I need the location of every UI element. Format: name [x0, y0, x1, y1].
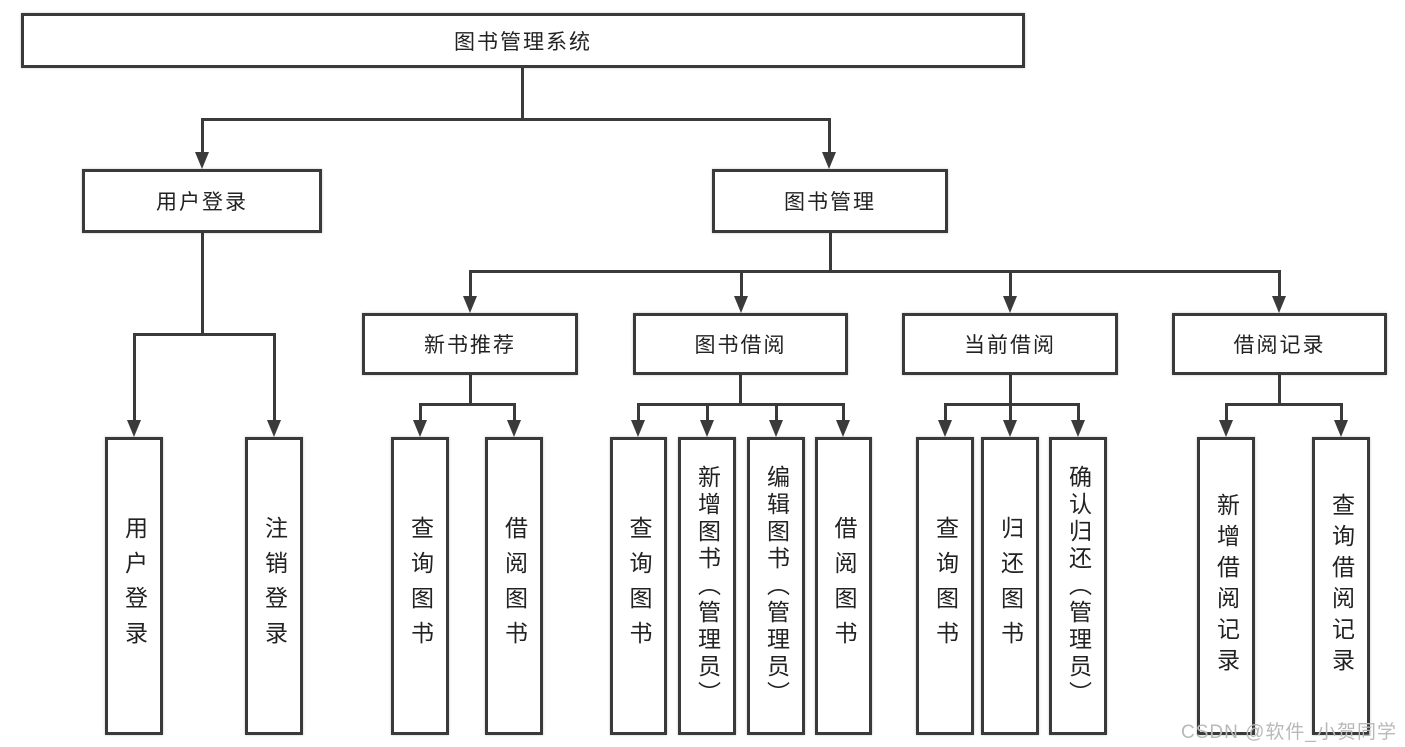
leaf-return-book: 归还图书: [981, 437, 1039, 735]
leaf-edit-book-admin: 编辑图书（管理员）: [747, 437, 805, 735]
leaf-add-book-admin-label: 新增图书（管理员）: [694, 464, 721, 708]
node-current-borrow-label: 当前借阅: [964, 334, 1056, 357]
connector-line: [419, 403, 422, 420]
arrowhead-icon: [195, 152, 209, 169]
connector-line: [944, 403, 947, 420]
connector-line: [1009, 375, 1012, 406]
node-new-book-recommend-label: 新书推荐: [424, 334, 516, 357]
leaf-add-book-admin: 新增图书（管理员）: [678, 437, 736, 735]
connector-line: [842, 403, 845, 420]
leaf-recommend-query-book: 查询图书: [391, 437, 449, 735]
connector-line: [469, 270, 472, 296]
leaf-recommend-borrow-book: 借阅图书: [485, 437, 543, 735]
node-root-label: 图书管理系统: [454, 30, 592, 54]
arrowhead-icon: [938, 420, 952, 437]
leaf-borrow-query-book-label: 查询图书: [626, 516, 652, 656]
arrowhead-icon: [822, 152, 836, 169]
node-book-management: 图书管理: [712, 169, 948, 233]
connector-line: [201, 118, 204, 155]
connector-line: [637, 403, 640, 420]
arrowhead-icon: [700, 420, 714, 437]
leaf-current-query-book: 查询图书: [916, 437, 974, 735]
arrowhead-icon: [1334, 420, 1348, 437]
connector-line: [273, 333, 276, 420]
arrowhead-icon: [1071, 420, 1085, 437]
connector-line: [513, 403, 516, 420]
connector-line: [740, 270, 743, 296]
leaf-query-borrow-record: 查询借阅记录: [1312, 437, 1370, 735]
connector-line: [469, 270, 1280, 273]
connector-line: [133, 333, 276, 336]
node-book-management-label: 图书管理: [784, 191, 876, 214]
leaf-current-query-book-label: 查询图书: [932, 516, 959, 656]
arrowhead-icon: [734, 296, 748, 313]
connector-line: [775, 403, 778, 420]
leaf-edit-book-admin-label: 编辑图书（管理员）: [763, 464, 790, 708]
leaf-recommend-query-book-label: 查询图书: [407, 516, 434, 656]
node-user-login: 用户登录: [82, 169, 322, 233]
leaf-confirm-return-admin: 确认归还（管理员）: [1049, 437, 1107, 735]
connector-line: [133, 333, 136, 420]
node-current-borrow: 当前借阅: [902, 313, 1118, 375]
arrowhead-icon: [127, 420, 141, 437]
arrowhead-icon: [836, 420, 850, 437]
connector-line: [828, 118, 831, 155]
arrowhead-icon: [631, 420, 645, 437]
connector-line: [201, 233, 204, 336]
leaf-logout-label: 注销登录: [261, 516, 288, 656]
connector-line: [469, 375, 472, 406]
leaf-borrow-query-book: 查询图书: [610, 437, 667, 735]
connector-line: [1278, 270, 1281, 296]
connector-line: [944, 403, 1080, 406]
node-borrow-record: 借阅记录: [1172, 313, 1387, 375]
connector-line: [521, 68, 524, 121]
node-user-login-label: 用户登录: [156, 191, 248, 214]
leaf-borrow-borrow-book: 借阅图书: [815, 437, 872, 735]
connector-line: [1340, 403, 1343, 420]
connector-line: [1278, 375, 1281, 406]
connector-line: [706, 403, 709, 420]
node-book-borrow: 图书借阅: [633, 313, 848, 375]
arrowhead-icon: [1272, 296, 1286, 313]
connector-line: [419, 403, 516, 406]
connector-line: [1077, 403, 1080, 420]
leaf-borrow-borrow-book-label: 借阅图书: [831, 516, 857, 656]
arrowhead-icon: [267, 420, 281, 437]
connector-line: [1009, 270, 1012, 296]
leaf-recommend-borrow-book-label: 借阅图书: [501, 516, 528, 656]
connector-line: [1009, 403, 1012, 420]
connector-line: [829, 233, 832, 273]
arrowhead-icon: [507, 420, 521, 437]
watermark: CSDN @软件_小贺同学: [1181, 722, 1397, 743]
arrowhead-icon: [463, 296, 477, 313]
connector-line: [637, 403, 844, 406]
connector-line: [739, 375, 742, 406]
arrowhead-icon: [1003, 296, 1017, 313]
leaf-user-login-label: 用户登录: [121, 516, 148, 656]
connector-line: [1225, 403, 1342, 406]
leaf-return-book-label: 归还图书: [997, 516, 1024, 656]
node-borrow-record-label: 借阅记录: [1233, 334, 1326, 357]
leaf-query-borrow-record-label: 查询借阅记录: [1328, 493, 1355, 679]
arrowhead-icon: [769, 420, 783, 437]
arrowhead-icon: [1219, 420, 1233, 437]
leaf-logout: 注销登录: [245, 437, 303, 735]
leaf-add-borrow-record: 新增借阅记录: [1197, 437, 1255, 735]
arrowhead-icon: [413, 420, 427, 437]
node-root: 图书管理系统: [21, 13, 1025, 68]
leaf-add-borrow-record-label: 新增借阅记录: [1213, 493, 1240, 679]
node-new-book-recommend: 新书推荐: [362, 313, 578, 375]
node-book-borrow-label: 图书借阅: [694, 334, 787, 357]
leaf-confirm-return-admin-label: 确认归还（管理员）: [1065, 464, 1092, 708]
connector-line: [201, 118, 831, 121]
arrowhead-icon: [1003, 420, 1017, 437]
leaf-user-login: 用户登录: [105, 437, 163, 735]
connector-line: [1225, 403, 1228, 420]
